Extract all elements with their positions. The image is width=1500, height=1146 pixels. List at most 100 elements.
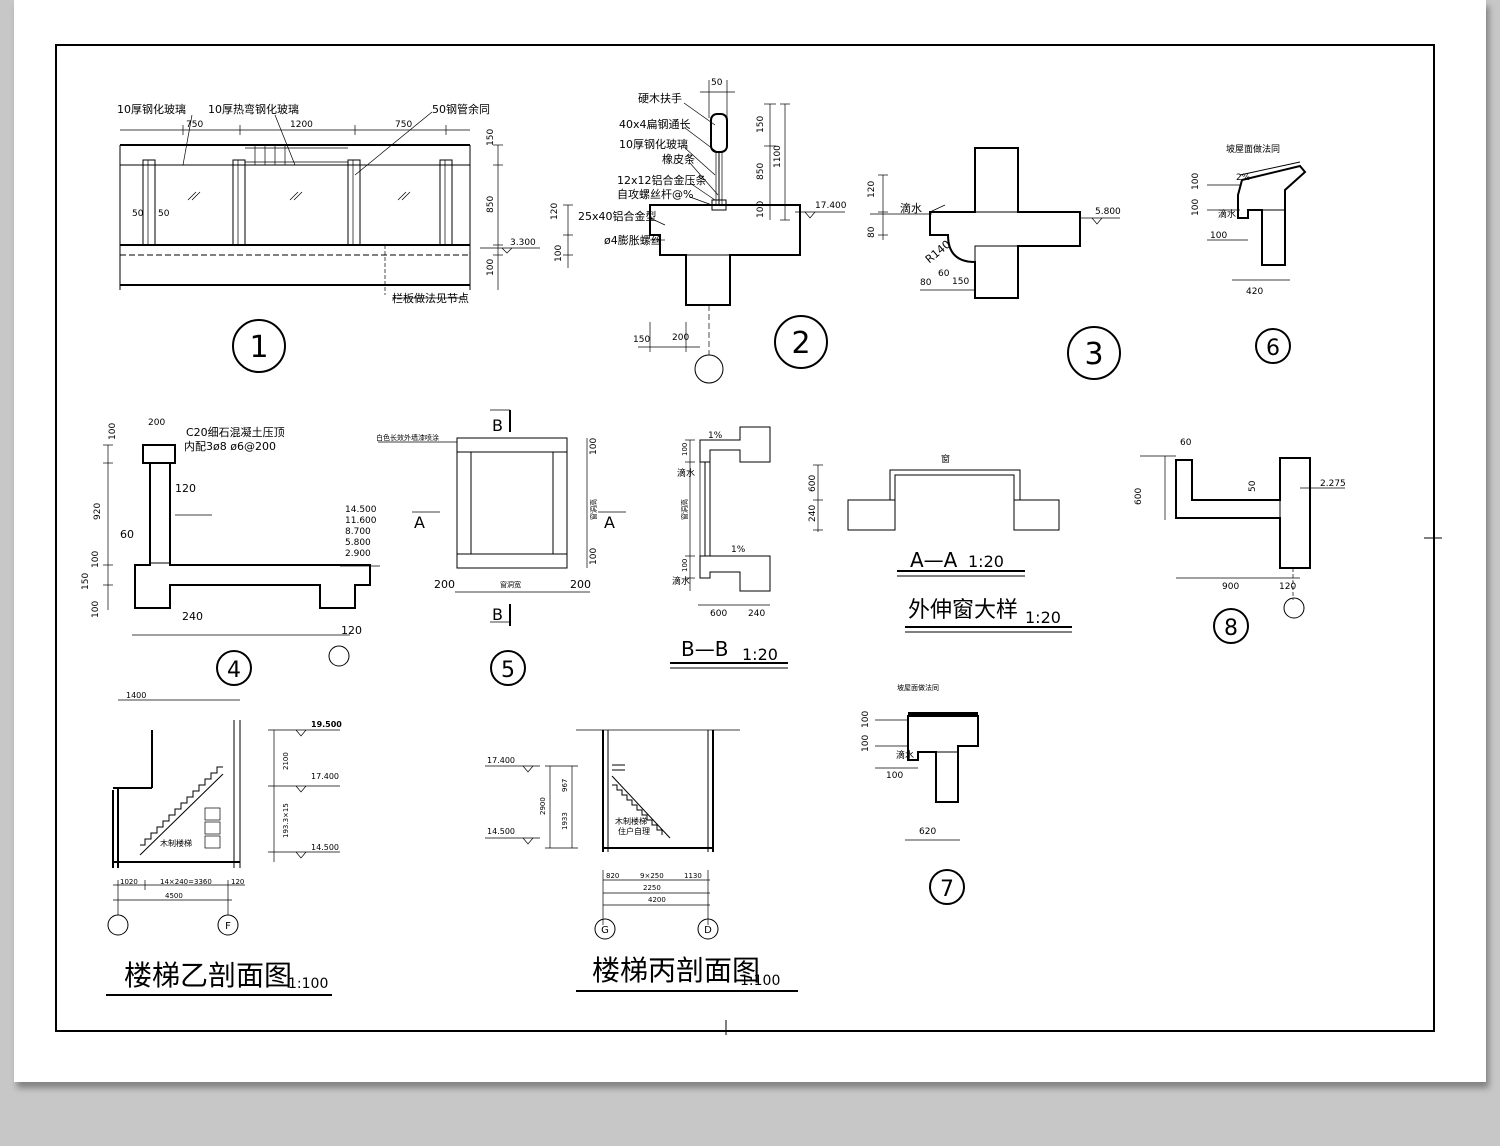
svg-text:100: 100 [1191, 173, 1201, 190]
svg-text:F: F [225, 921, 231, 932]
svg-text:17.400: 17.400 [311, 772, 339, 781]
svg-text:60: 60 [1180, 438, 1192, 448]
svg-text:硬木扶手: 硬木扶手 [638, 91, 682, 105]
svg-text:240: 240 [748, 609, 765, 619]
svg-text:1933: 1933 [561, 812, 569, 830]
svg-text:C20细石混凝土压顶: C20细石混凝土压顶 [186, 425, 285, 439]
detail-1-railing-elevation: 10厚钢化玻璃 10厚热弯钢化玻璃 50钢管余同 750 1200 750 15… [117, 102, 540, 305]
svg-text:193.3×15: 193.3×15 [282, 803, 290, 838]
svg-text:200: 200 [148, 418, 165, 428]
stair-c-section: 17.400 14.500 2900 967 1933 木制楼梯 住户自理 82… [485, 729, 740, 925]
stair-b-section: 1400 19.500 17.400 14.500 2100 193.3×15 … [112, 691, 342, 915]
svg-text:自攻螺丝杆@%: 自攻螺丝杆@% [617, 187, 693, 201]
svg-text:木制楼梯: 木制楼梯 [615, 816, 647, 826]
svg-text:120: 120 [231, 878, 244, 886]
svg-text:1:100: 1:100 [288, 976, 328, 992]
svg-text:750: 750 [395, 120, 412, 130]
svg-text:4200: 4200 [648, 896, 666, 904]
svg-text:滴水: 滴水 [677, 467, 695, 479]
svg-text:120: 120 [1279, 582, 1296, 592]
svg-text:100: 100 [681, 443, 689, 456]
svg-text:1%: 1% [731, 545, 746, 555]
svg-text:25x40铝合金型: 25x40铝合金型 [578, 209, 657, 223]
svg-text:200: 200 [672, 333, 689, 343]
svg-text:2.275: 2.275 [1320, 479, 1346, 489]
svg-text:滴水: 滴水 [1218, 208, 1236, 220]
svg-text:100: 100 [681, 559, 689, 572]
svg-text:2: 2 [791, 326, 810, 361]
svg-text:2%: 2% [1236, 173, 1251, 183]
svg-text:600: 600 [710, 609, 727, 619]
svg-text:2250: 2250 [643, 884, 661, 892]
svg-text:1020: 1020 [120, 878, 138, 886]
svg-text:100: 100 [486, 259, 496, 276]
svg-text:200: 200 [570, 578, 591, 591]
svg-text:100: 100 [861, 735, 871, 752]
svg-text:窗洞高: 窗洞高 [680, 499, 689, 520]
label-tempered-glass: 10厚钢化玻璃 [117, 102, 186, 116]
svg-text:750: 750 [186, 120, 203, 130]
svg-text:100: 100 [589, 548, 599, 565]
svg-text:150: 150 [633, 335, 650, 345]
svg-text:80: 80 [920, 278, 932, 288]
svg-text:A: A [604, 513, 615, 532]
svg-text:620: 620 [919, 827, 936, 837]
svg-text:420: 420 [1246, 287, 1263, 297]
svg-text:4: 4 [227, 658, 241, 683]
svg-text:150: 150 [952, 277, 969, 287]
detail-marker-6 [1255, 328, 1291, 364]
detail-marker-7 [929, 869, 965, 905]
detail-marker-5 [490, 650, 526, 686]
detail-8-ledge-section: 60 600 50 900 120 2.275 [1134, 438, 1346, 600]
svg-text:100: 100 [108, 423, 118, 440]
detail-marker-4 [216, 650, 252, 686]
svg-text:850: 850 [756, 163, 766, 180]
detail-3-wall-section: 120 80 滴水 R140 80 60 150 5.800 [867, 147, 1121, 299]
svg-text:50: 50 [711, 78, 723, 88]
stair-c-title: 楼梯丙剖面图 [592, 954, 760, 987]
svg-text:4500: 4500 [165, 892, 183, 900]
svg-text:60: 60 [938, 269, 950, 279]
svg-text:50: 50 [158, 209, 170, 219]
svg-text:B: B [492, 416, 503, 435]
title-frame [55, 44, 1435, 1032]
svg-text:5: 5 [501, 658, 515, 683]
svg-text:200: 200 [434, 578, 455, 591]
label-steel-pipe: 50钢管余同 [432, 102, 490, 116]
svg-text:5.800: 5.800 [345, 538, 371, 548]
svg-text:6: 6 [1266, 336, 1280, 361]
svg-text:60: 60 [120, 528, 134, 541]
svg-text:滴水: 滴水 [900, 201, 922, 215]
svg-text:50: 50 [132, 209, 144, 219]
svg-text:80: 80 [867, 226, 877, 238]
detail-6-eave-section: 坡屋面做法同 2% 滴水 100 100 100 420 [1191, 143, 1307, 297]
svg-text:1:20: 1:20 [968, 552, 1004, 571]
svg-text:17.400: 17.400 [815, 201, 847, 211]
svg-text:1%: 1% [708, 431, 723, 441]
svg-text:1:20: 1:20 [1025, 608, 1061, 627]
svg-text:11.600: 11.600 [345, 516, 377, 526]
drawing-sheet [14, 0, 1486, 1082]
svg-text:A: A [414, 513, 425, 532]
svg-text:150: 150 [756, 116, 766, 133]
svg-text:900: 900 [1222, 582, 1239, 592]
svg-text:1:20: 1:20 [742, 645, 778, 664]
svg-text:窗洞高: 窗洞高 [589, 499, 598, 520]
section-a-a-title: A—A [910, 548, 958, 572]
detail-marker-3 [1067, 326, 1121, 380]
svg-text:7: 7 [940, 877, 954, 902]
svg-text:12x12铝合金压条: 12x12铝合金压条 [617, 173, 707, 187]
svg-text:920: 920 [93, 503, 103, 520]
svg-text:白色长效外墙漆喷涂: 白色长效外墙漆喷涂 [376, 433, 439, 442]
svg-text:1130: 1130 [684, 872, 702, 880]
stair-b-title: 楼梯乙剖面图 [124, 959, 292, 992]
svg-text:1:100: 1:100 [740, 973, 780, 989]
window-detail-title: 外伸窗大样 [908, 598, 1018, 623]
svg-text:600: 600 [808, 475, 818, 492]
svg-text:滴水: 滴水 [672, 575, 690, 587]
detail-7-eave-section: 坡屋面做法同 滴水 100 100 100 620 [861, 683, 979, 841]
svg-text:2.900: 2.900 [345, 549, 371, 559]
svg-text:1: 1 [249, 330, 268, 365]
svg-text:120: 120 [550, 203, 560, 220]
section-b-b-title: B—B [681, 637, 728, 661]
